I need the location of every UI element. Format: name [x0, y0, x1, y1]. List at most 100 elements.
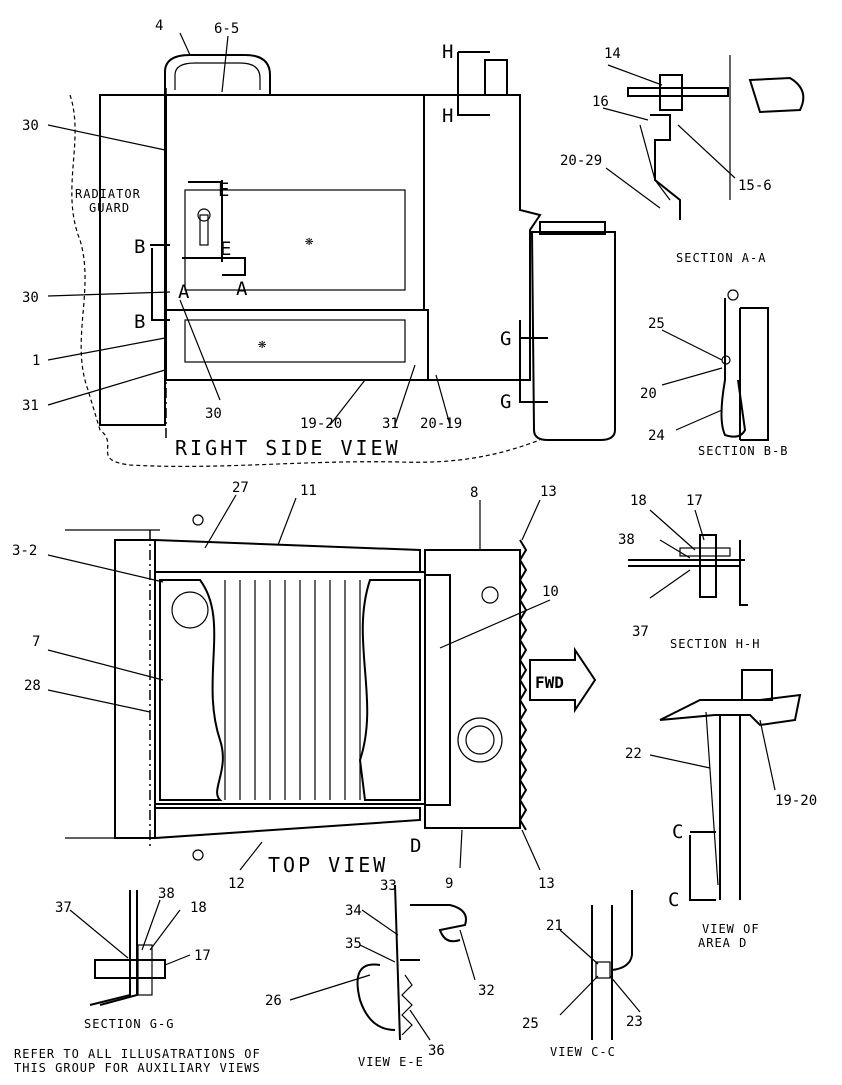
section-letter: B [134, 311, 145, 333]
bolt [699, 534, 717, 598]
side-lower-window [184, 319, 406, 363]
callout: 25 [648, 316, 665, 332]
seal-strip [518, 539, 528, 831]
section-letter: H [442, 105, 453, 127]
section-gg [69, 890, 191, 1006]
callout: 10 [542, 584, 559, 600]
callout: 37 [632, 624, 649, 640]
callout: 27 [232, 480, 249, 496]
section-letter: E [218, 179, 229, 201]
note-text: REFER TO ALL ILLUSATRATIONS OF [14, 1047, 261, 1061]
latch [199, 214, 209, 246]
side-upper-window [184, 189, 406, 291]
bottom-bar [154, 807, 421, 840]
radiator-guard-label: GUARD [89, 201, 130, 215]
fan-hub [457, 717, 503, 763]
callout: 22 [625, 746, 642, 762]
view-title: RIGHT SIDE VIEW [175, 436, 401, 460]
callout: 25 [522, 1016, 539, 1032]
radiator-guard [99, 94, 166, 426]
callout: 4 [155, 18, 163, 34]
callout: 6-5 [214, 21, 239, 37]
view-title: TOP VIEW [268, 853, 388, 877]
section-hh [628, 509, 748, 606]
shroud-side [424, 549, 521, 829]
latch-clip [720, 298, 747, 438]
callout: 13 [538, 876, 555, 892]
spring [401, 974, 413, 1036]
callout: 8 [470, 485, 478, 501]
view-ee [289, 884, 476, 1041]
side-upper-panel [165, 94, 425, 311]
fwd-label: FWD [535, 673, 564, 692]
view-title: VIEW OF [702, 922, 760, 936]
overflow-bottle [530, 231, 616, 441]
callout: 30 [22, 118, 39, 134]
callout: 17 [194, 948, 211, 964]
view-title: AREA D [698, 936, 747, 950]
callout: 15-6 [738, 178, 772, 194]
callout: 24 [648, 428, 665, 444]
section-letter: E [220, 238, 231, 260]
section-letter: C [668, 889, 679, 911]
callout: 34 [345, 903, 362, 919]
callout: 3-2 [12, 543, 37, 559]
callout: 33 [380, 878, 397, 894]
callout: 18 [190, 900, 207, 916]
grille-icon: ❋ [305, 233, 314, 249]
filler-cap [484, 59, 508, 96]
callout: 17 [686, 493, 703, 509]
callout: 9 [445, 876, 453, 892]
callout: 30 [205, 406, 222, 422]
callout: 30 [22, 290, 39, 306]
view-cc [559, 890, 641, 1040]
view-title: SECTION H-H [670, 637, 760, 651]
callout: 20-29 [560, 153, 602, 169]
handle [164, 54, 271, 95]
callout: 18 [630, 493, 647, 509]
top-view [47, 494, 597, 871]
callout: 38 [158, 886, 175, 902]
view-title: VIEW E-E [358, 1055, 424, 1069]
callout: 14 [604, 46, 621, 62]
handle [356, 963, 396, 1031]
grille-icon: ❋ [258, 336, 267, 352]
view-title: SECTION G-G [84, 1017, 174, 1031]
right-side-view: ❋ ❋ [47, 32, 616, 467]
callout: 35 [345, 936, 362, 952]
callout: 38 [618, 532, 635, 548]
section-letter: G [500, 391, 511, 413]
callout: 1 [32, 353, 40, 369]
view-title: SECTION A-A [676, 251, 766, 265]
callout: 11 [300, 483, 317, 499]
section-letter: A [236, 278, 248, 300]
section-aa [602, 55, 805, 220]
section-letter: A [178, 281, 190, 303]
callout: 19-20 [300, 416, 342, 432]
section-letter: D [410, 835, 421, 857]
note-text: THIS GROUP FOR AUXILIARY VIEWS [14, 1061, 261, 1075]
fwd-arrow [529, 646, 597, 714]
callout: 26 [265, 993, 282, 1009]
callout: 31 [382, 416, 399, 432]
callout: 12 [228, 876, 245, 892]
callout: 37 [55, 900, 72, 916]
section-letter: G [500, 328, 511, 350]
radiator-guard-label: RADIATOR [75, 187, 141, 201]
break-line [69, 94, 541, 467]
bolt [94, 959, 166, 979]
callout: 21 [546, 918, 563, 934]
top-bar [154, 538, 421, 573]
callout: 19-20 [775, 793, 817, 809]
callout: 16 [592, 94, 609, 110]
callout: 36 [428, 1043, 445, 1059]
callout: 7 [32, 634, 40, 650]
callout: 20 [640, 386, 657, 402]
callout: 20-19 [420, 416, 462, 432]
section-bb [661, 289, 769, 441]
view-area-d [649, 669, 802, 901]
latch-arm [410, 904, 467, 943]
view-title: VIEW C-C [550, 1045, 616, 1059]
callout: 32 [478, 983, 495, 999]
